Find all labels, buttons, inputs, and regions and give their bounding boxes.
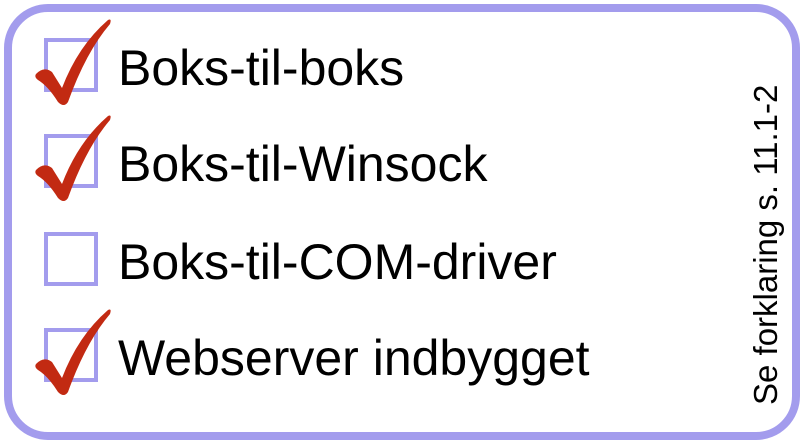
checklist-item-label: Boks-til-boks [118,40,405,96]
checklist-item-label: Boks-til-COM-driver [118,234,557,290]
checkmark-icon [35,309,111,395]
checkmark-icon [35,19,111,105]
rounded-frame [4,4,800,440]
checkbox[interactable] [44,232,98,286]
checklist-item-label: Boks-til-Winsock [118,136,488,192]
checklist-item-label: Webserver indbygget [118,330,590,386]
checkmark-icon [35,115,111,201]
side-note: Se forklaring s. 11.1-2 [747,84,784,405]
